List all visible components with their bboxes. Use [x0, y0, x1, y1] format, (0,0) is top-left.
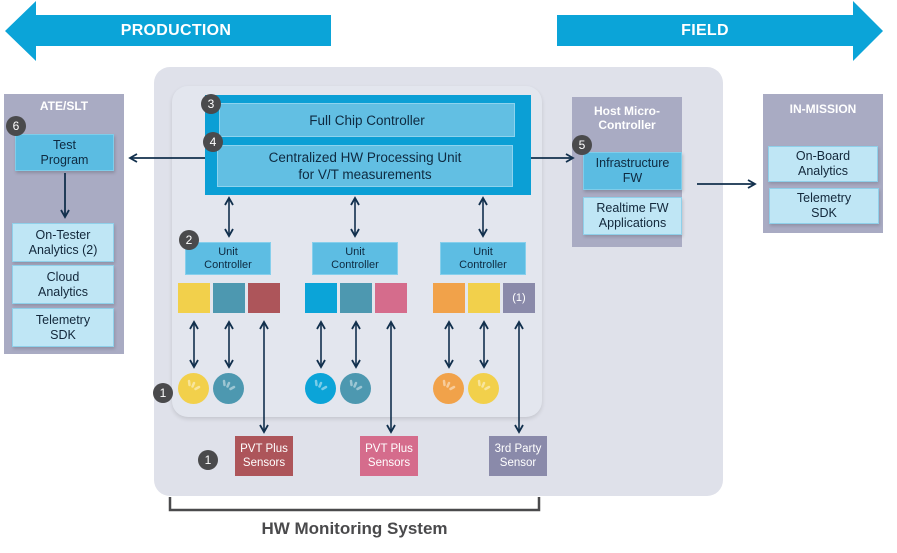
in-mission-telemetry-sdk-label: Telemetry SDK: [796, 191, 852, 220]
infrastructure-fw-label: Infrastructure FW: [595, 156, 670, 185]
realtime-fw-label: Realtime FW Applications: [596, 201, 669, 230]
sensor-dot-2-2: [340, 373, 371, 404]
on-board-analytics-label: On-Board Analytics: [795, 149, 851, 178]
ate-telemetry-sdk-label: Telemetry SDK: [35, 312, 91, 342]
on-board-analytics-box: On-Board Analytics: [768, 146, 878, 182]
pvt-plus-sensors-1-line2: Sensors: [242, 457, 286, 469]
infrastructure-fw-box: Infrastructure FW: [583, 152, 682, 190]
sensor-block-1-1: [178, 283, 210, 313]
on-tester-analytics-label: On-Tester Analytics (2): [28, 227, 98, 257]
unit-controller-2-label: Unit Controller: [331, 245, 379, 271]
host-mcu-title: Host Micro- Controller: [572, 104, 682, 132]
host-mcu-title-line2: Controller: [598, 118, 656, 132]
production-label: PRODUCTION: [120, 22, 232, 39]
hw-monitoring-label: HW Monitoring System: [261, 519, 448, 538]
full-chip-controller-label: Full Chip Controller: [309, 112, 425, 128]
realtime-fw-box: Realtime FW Applications: [583, 197, 682, 235]
sensor-dot-1-1: [178, 373, 209, 404]
test-program-box: Test Program: [15, 134, 114, 171]
in-mission-telemetry-sdk-box: Telemetry SDK: [769, 188, 879, 224]
third-party-sensor: 3rd Party Sensor: [489, 436, 547, 476]
pvt-plus-sensors-2-line1: PVT Plus: [365, 443, 413, 455]
pvt-plus-sensors-2-line2: Sensors: [367, 457, 411, 469]
third-party-sensor-line2: Sensor: [499, 457, 537, 469]
ate-telemetry-sdk-box: Telemetry SDK: [12, 308, 114, 347]
signal-icon: [187, 379, 201, 391]
sensor-block-2-1: [305, 283, 337, 313]
processing-unit-box: Centralized HW Processing Unit for V/T m…: [217, 145, 513, 187]
processing-unit-line1: Centralized HW Processing Unit: [268, 150, 462, 165]
sensor-block-1-2: [213, 283, 245, 313]
pvt-plus-sensors-2: PVT Plus Sensors: [360, 436, 418, 476]
badge-2: 2: [179, 230, 199, 250]
sensor-dot-1-2: [213, 373, 244, 404]
sensor-dot-3-1: [433, 373, 464, 404]
badge-6: 6: [6, 116, 26, 136]
signal-icon: [222, 379, 236, 391]
badge-4: 4: [203, 132, 223, 152]
hw-monitoring-bracket: [168, 497, 541, 512]
sensor-dot-2-1: [305, 373, 336, 404]
sensor-dot-3-2: [468, 373, 499, 404]
signal-icon: [442, 379, 456, 391]
production-arrow: [5, 1, 331, 61]
badge-5: 5: [572, 135, 592, 155]
pvt-plus-sensors-1: PVT Plus Sensors: [235, 436, 293, 476]
sensor-block-2-2: [340, 283, 372, 313]
badge-3: 3: [201, 94, 221, 114]
unit-controller-3: Unit Controller: [440, 242, 526, 275]
unit-controller-3-label: Unit Controller: [459, 245, 507, 271]
test-program-label: Test Program: [40, 137, 89, 167]
in-mission-title: IN-MISSION: [789, 102, 857, 116]
field-label: FIELD: [681, 22, 729, 39]
sensor-block-3-2: [468, 283, 500, 313]
sensor-block-3-3: (1): [503, 283, 535, 313]
ate-slt-title: ATE/SLT: [39, 99, 89, 113]
full-chip-controller-box: Full Chip Controller: [219, 103, 515, 137]
processing-unit-line2: for V/T measurements: [298, 167, 432, 182]
sensor-block-1-3: [248, 283, 280, 313]
unit-controller-2: Unit Controller: [312, 242, 398, 275]
field-arrow: [557, 1, 883, 61]
badge-1-external: 1: [198, 450, 218, 470]
signal-icon: [349, 379, 363, 391]
third-party-sensor-line1: 3rd Party: [494, 443, 542, 455]
signal-icon: [314, 379, 328, 391]
on-tester-analytics-box: On-Tester Analytics (2): [12, 223, 114, 262]
signal-icon: [477, 379, 491, 391]
cloud-analytics-label: Cloud Analytics: [37, 269, 89, 299]
badge-1-sensors: 1: [153, 383, 173, 403]
unit-controller-1-label: Unit Controller: [204, 245, 252, 271]
sensor-block-2-3: [375, 283, 407, 313]
pvt-plus-sensors-1-line1: PVT Plus: [240, 443, 288, 455]
host-mcu-title-line1: Host Micro-: [594, 104, 660, 118]
sensor-block-3-1: [433, 283, 465, 313]
unit-controller-1: Unit Controller: [185, 242, 271, 275]
cloud-analytics-box: Cloud Analytics: [12, 265, 114, 304]
